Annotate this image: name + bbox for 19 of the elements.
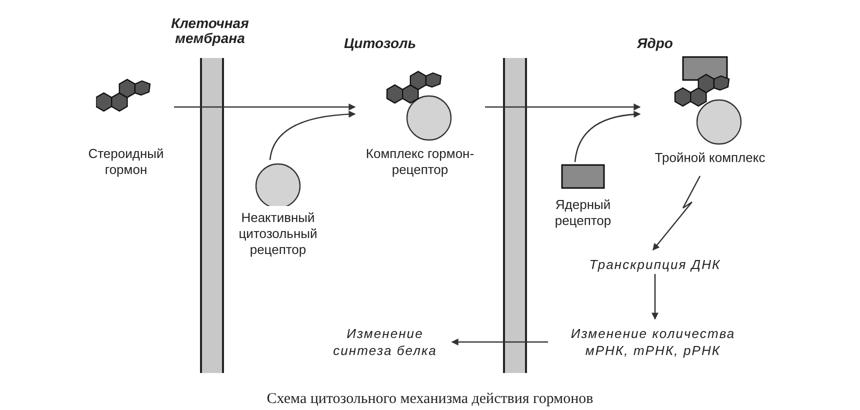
arrow	[652, 274, 658, 320]
node-label: Тройной комплекс	[654, 150, 766, 166]
process-label: Транскрипция ДНК	[560, 254, 750, 274]
node-label: Стероидный гормон	[87, 146, 165, 178]
process-label: Изменение синтеза белка	[318, 322, 452, 362]
node-label: Комплекс гормон-рецептор	[364, 146, 476, 178]
arrow	[485, 104, 641, 110]
arrow	[574, 110, 641, 162]
caption: Схема цитозольного механизма действия гормонов	[266, 390, 594, 409]
region-label: Цитозоль	[342, 34, 418, 53]
arrow	[652, 176, 701, 251]
node-label: Неактивный цитозольный рецептор	[238, 210, 318, 258]
arrow	[174, 104, 356, 110]
node-label: Ядерный рецептор	[554, 197, 612, 229]
arrow	[269, 110, 356, 160]
region-label: Клеточная мембрана	[170, 16, 250, 46]
process-label: Изменение количества мРНК, тРНК, рРНК	[548, 322, 758, 362]
arrow	[451, 338, 548, 346]
region-label: Ядро	[636, 34, 674, 53]
